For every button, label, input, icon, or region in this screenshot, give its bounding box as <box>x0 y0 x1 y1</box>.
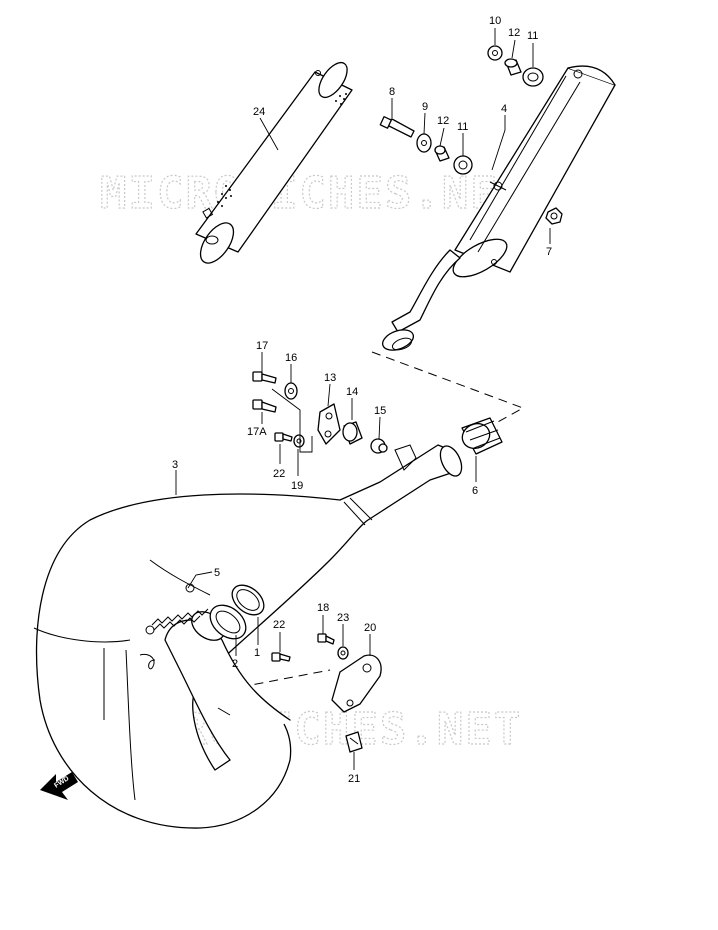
part-17a-bolt <box>252 399 277 413</box>
part-16-washer <box>284 382 298 400</box>
callout-17: 17 <box>256 340 268 352</box>
part-12-collar-upper <box>504 58 522 76</box>
part-15-collar <box>370 438 388 454</box>
part-13-bracket <box>317 403 341 445</box>
part-5-spring <box>139 583 209 670</box>
callout-12b: 12 <box>437 115 449 127</box>
centerline-silencer <box>371 351 525 429</box>
callout-18: 18 <box>317 602 329 614</box>
part-4-silencer <box>382 65 616 351</box>
part-18-bolt <box>317 633 335 645</box>
part-8-bolt <box>379 116 415 138</box>
callout-11b: 11 <box>457 121 468 133</box>
callout-10: 10 <box>489 15 501 27</box>
part-1-gasket <box>231 584 265 616</box>
callout-17a: 17A <box>247 426 267 438</box>
part-3-expansion-chamber <box>33 444 463 829</box>
part-10-washer <box>487 45 503 61</box>
callout-1: 1 <box>254 647 260 659</box>
part-20-bracket <box>331 654 382 713</box>
part-11-grommet-upper <box>522 67 544 87</box>
part-22-bolt-lower <box>271 652 291 662</box>
callout-7: 7 <box>546 246 552 258</box>
part-22-bolt-upper <box>274 432 293 442</box>
part-6-connector <box>461 417 503 455</box>
part-11-grommet-lower <box>453 155 473 175</box>
callout-6: 6 <box>472 485 478 497</box>
callout-5: 5 <box>214 567 220 579</box>
callout-20: 20 <box>364 622 376 634</box>
callout-13: 13 <box>324 372 336 384</box>
watermark-top: MICROFICHES.NET <box>100 168 527 219</box>
part-2-gasket-ring <box>209 604 247 640</box>
callout-9: 9 <box>422 101 428 113</box>
callout-8: 8 <box>389 86 395 98</box>
callout-14: 14 <box>346 386 358 398</box>
callout-2: 2 <box>232 658 238 670</box>
part-19-washer <box>293 434 305 448</box>
part-24-silencer-cover <box>195 61 353 264</box>
part-23-washer <box>337 646 349 660</box>
leader-lines <box>175 28 551 770</box>
part-21-clip-nut <box>345 731 363 753</box>
callout-22b: 22 <box>273 619 285 631</box>
fwd-arrow-icon: FWD <box>40 772 78 800</box>
callout-19: 19 <box>291 480 303 492</box>
callout-4: 4 <box>501 103 507 115</box>
part-14-damper <box>342 421 363 445</box>
callout-15: 15 <box>374 405 386 417</box>
callout-11a: 11 <box>527 30 538 42</box>
callout-12a: 12 <box>508 27 520 39</box>
part-12-collar-lower <box>434 145 450 162</box>
callout-16: 16 <box>285 352 297 364</box>
callout-3: 3 <box>172 459 178 471</box>
callout-23: 23 <box>337 612 349 624</box>
part-9-washer <box>416 133 432 153</box>
part-17-bolt <box>252 371 277 384</box>
callout-21: 21 <box>348 773 360 785</box>
callouts: 10 12 11 8 9 12 11 4 24 7 17 16 13 14 15… <box>172 15 552 785</box>
callout-22a: 22 <box>273 468 285 480</box>
part-7-nut <box>545 207 563 225</box>
callout-24: 24 <box>253 106 265 118</box>
